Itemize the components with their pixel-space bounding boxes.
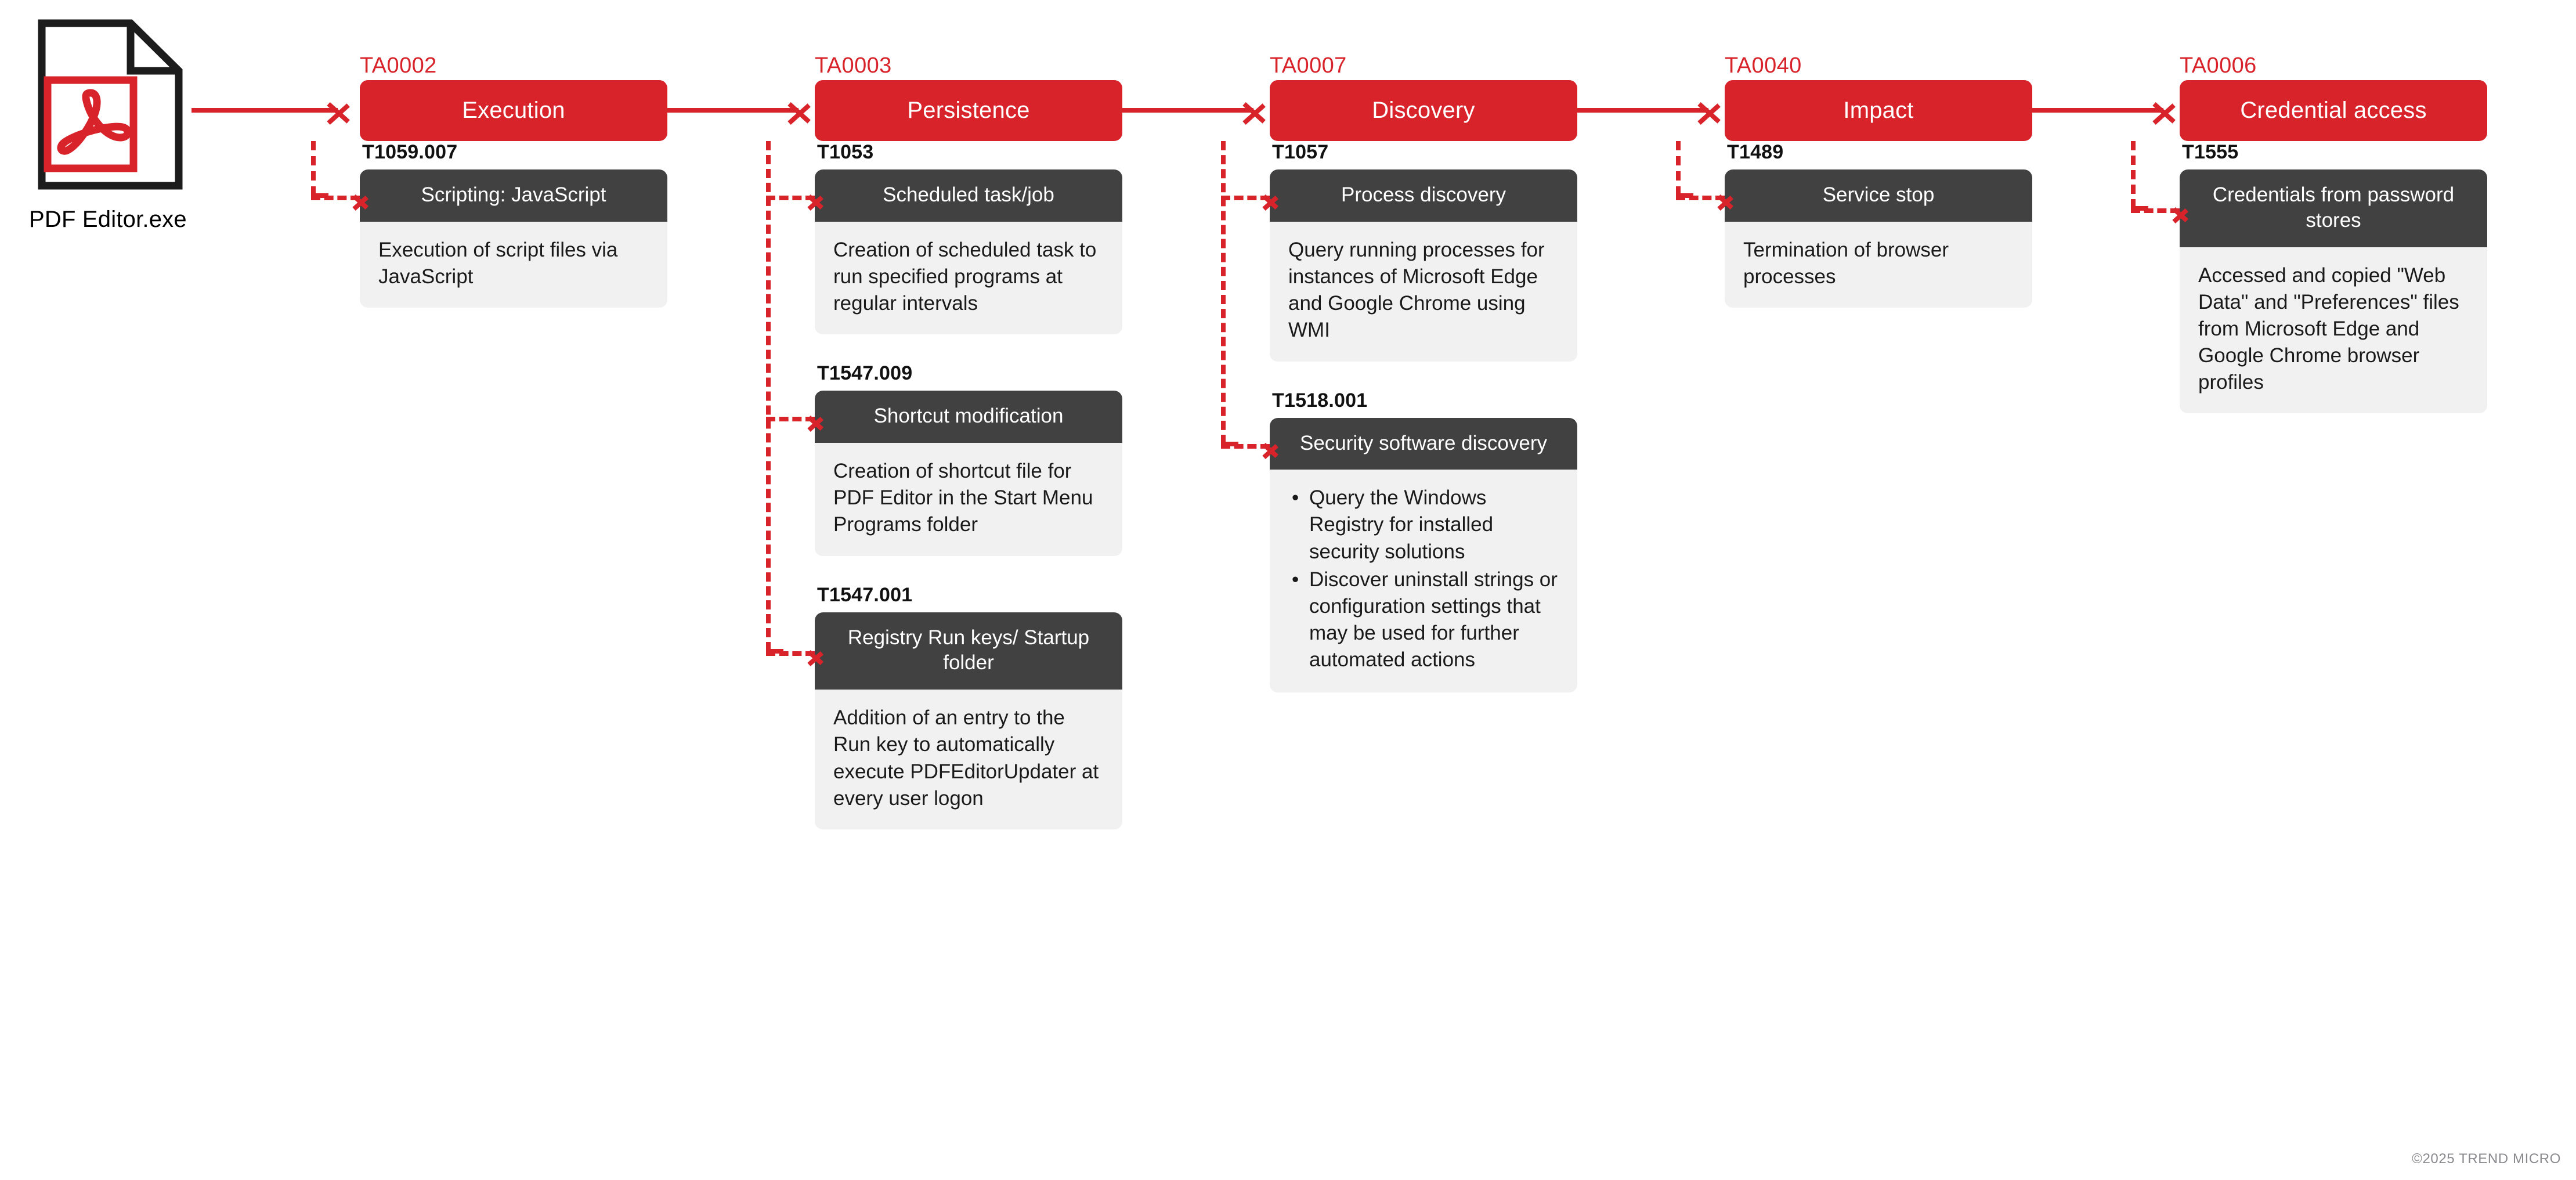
technique-branch-arrow (311, 196, 360, 200)
stage-connector-arrow (667, 108, 815, 114)
stage-spine-foot (311, 193, 328, 198)
technique-name: Process discovery (1270, 169, 1577, 222)
technique-name: Security software discovery (1270, 417, 1577, 470)
technique-name: Scripting: JavaScript (360, 169, 667, 222)
technique-id: T1547.009 (817, 362, 913, 385)
technique-bullet: Discover uninstall strings or configurat… (1292, 566, 1561, 674)
tactic-box[interactable]: Persistence (815, 80, 1122, 141)
technique-branch-arrow (1221, 196, 1270, 200)
tactic-name: Credential access (2240, 98, 2427, 123)
technique-branch-arrow (1221, 444, 1270, 449)
tactic-id: TA0002 (360, 53, 437, 78)
technique-name: Registry Run keys/ Startup folder (815, 612, 1122, 690)
technique-bullet: Query the Windows Registry for installed… (1292, 485, 1561, 565)
stage-connector-arrow (1577, 108, 1725, 114)
stage-connector-arrow (1122, 108, 1270, 114)
stage-spine-foot (2131, 206, 2148, 211)
technique-name: Service stop (1725, 169, 2032, 222)
tactic-box[interactable]: Credential access (2180, 80, 2487, 141)
entry-arrow (192, 108, 354, 114)
technique-id: T1059.007 (362, 141, 458, 163)
technique-name: Shortcut modification (815, 391, 1122, 443)
technique-id: T1555 (2182, 141, 2239, 163)
technique-description: Accessed and copied "Web Data" and "Pref… (2180, 247, 2487, 414)
stage-connector-arrow (2032, 108, 2180, 114)
tactic-id: TA0006 (2180, 53, 2257, 78)
pdf-file-icon (38, 19, 183, 190)
technique-description: Query the Windows Registry for installed… (1270, 470, 1577, 692)
stage-spine-foot (1676, 193, 1693, 198)
technique-branch-arrow (2131, 208, 2180, 213)
tactic-name: Execution (462, 98, 565, 123)
stage-spine (2131, 141, 2136, 208)
copyright-notice: ©2025 TREND MICRO (2412, 1151, 2561, 1167)
tactic-box[interactable]: Execution (360, 80, 667, 141)
technique-id: T1547.001 (817, 583, 913, 606)
tactic-box[interactable]: Impact (1725, 80, 2032, 141)
technique-bullet-list: Query the Windows Registry for installed… (1288, 485, 1561, 673)
source-file-label: PDF Editor.exe (29, 207, 187, 232)
technique-branch-arrow (1676, 196, 1725, 200)
tactic-id: TA0003 (815, 53, 892, 78)
tactic-id: TA0007 (1270, 53, 1347, 78)
technique-description: Creation of scheduled task to run specif… (815, 221, 1122, 335)
tactic-name: Persistence (907, 98, 1030, 123)
technique-description: Query running processes for instances of… (1270, 221, 1577, 362)
technique-name: Credentials from password stores (2180, 169, 2487, 247)
source-file-node: PDF Editor.exe (23, 17, 192, 233)
technique-branch-arrow (766, 196, 815, 200)
technique-description: Addition of an entry to the Run key to a… (815, 690, 1122, 829)
technique-description: Termination of browser processes (1725, 221, 2032, 308)
technique-id: T1489 (1727, 141, 1784, 163)
tactic-id: TA0040 (1725, 53, 1802, 78)
stage-spine-foot (766, 649, 783, 654)
technique-description: Creation of shortcut file for PDF Editor… (815, 443, 1122, 556)
technique-description: Execution of script files via JavaScript (360, 221, 667, 308)
stage-spine-foot (1221, 442, 1238, 446)
stage-spine (311, 141, 316, 196)
stage-spine (766, 141, 771, 651)
technique-id: T1518.001 (1272, 389, 1368, 412)
technique-name: Scheduled task/job (815, 169, 1122, 222)
technique-branch-arrow (766, 417, 815, 421)
tactic-name: Discovery (1372, 98, 1475, 123)
tactic-box[interactable]: Discovery (1270, 80, 1577, 141)
stage-spine (1221, 141, 1226, 444)
stage-spine (1676, 141, 1681, 196)
tactic-name: Impact (1843, 98, 1914, 123)
technique-branch-arrow (766, 651, 815, 656)
technique-id: T1057 (1272, 141, 1329, 163)
technique-id: T1053 (817, 141, 874, 163)
